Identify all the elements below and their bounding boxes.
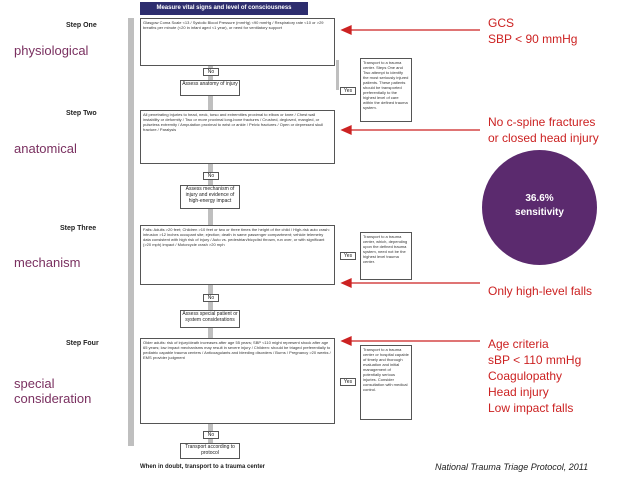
- step1-no-box: No: [203, 68, 219, 76]
- assess-mechanism-box: Assess mechanism of injury and evidence …: [180, 185, 240, 209]
- step4-transport-box: Transport to a trauma center or hospital…: [360, 345, 412, 420]
- assess-special-box: Assess special patient or system conside…: [180, 310, 240, 328]
- step1-criteria-box: Glasgow Coma Scale <13 / Systolic Blood …: [140, 18, 335, 66]
- sensitivity-value: 36.6%: [525, 193, 554, 204]
- annotation-physiological: GCS SBP < 90 mmHg: [488, 15, 577, 47]
- flowchart-footer: When in doubt, transport to a trauma cen…: [140, 464, 266, 470]
- annotation-gcs: GCS: [488, 16, 515, 30]
- step3-criteria-box: Falls: Adults >20 feet; Children >10 fee…: [140, 225, 335, 285]
- step1-yes-box: Yes: [340, 87, 356, 95]
- step4-criteria-box: Older adults: risk of injury/death incre…: [140, 338, 335, 424]
- step-three-label: Step Three: [60, 225, 97, 232]
- step-two-label: Step Two: [66, 110, 97, 117]
- sensitivity-circle: 36.6% sensitivity: [482, 150, 597, 265]
- step3-yes-box: Yes: [340, 252, 356, 260]
- step-four-label: Step Four: [66, 340, 99, 347]
- annotation-age: Age criteria: [488, 337, 549, 351]
- category-special-consideration: special consideration: [14, 376, 92, 406]
- annotation-head-injury: or closed head injury: [488, 131, 599, 145]
- step2-no-box: No: [203, 172, 219, 180]
- annotation-anatomical: No c-spine fractures or closed head inju…: [488, 114, 599, 146]
- step4-yes-box: Yes: [340, 378, 356, 386]
- category-mechanism: mechanism: [14, 255, 81, 270]
- step2-criteria-box: All penetrating injuries to head, neck, …: [140, 110, 335, 164]
- annotation-sbp110: sBP < 110 mmHg: [488, 353, 582, 367]
- step1-transport-box: Transport to a trauma center. Steps One …: [360, 58, 412, 122]
- arrow-gcs-head: [340, 24, 352, 36]
- annotation-coagulopathy: Coagulopathy: [488, 369, 563, 383]
- annotation-low-impact: Low impact falls: [488, 401, 574, 415]
- arrow-falls-head: [340, 277, 352, 289]
- category-anatomical: anatomical: [14, 141, 77, 156]
- annotation-falls: Only high-level falls: [488, 284, 593, 298]
- flow-left-rail: [128, 18, 134, 446]
- annotation-head: Head injury: [488, 385, 549, 399]
- category-physiological: physiological: [14, 43, 89, 58]
- assess-anatomy-box: Assess anatomy of injury: [180, 80, 240, 96]
- step3-no-box: No: [203, 294, 219, 302]
- flowchart-header: Measure vital signs and level of conscio…: [140, 2, 308, 15]
- sensitivity-label: sensitivity: [515, 207, 564, 218]
- annotation-special: Age criteria sBP < 110 mmHg Coagulopathy…: [488, 336, 581, 416]
- yes-connector-right: [336, 60, 339, 90]
- step4-no-box: No: [203, 431, 219, 439]
- transport-protocol-box: Transport according to protocol: [180, 443, 240, 459]
- annotation-cspine: No c-spine fractures: [488, 115, 596, 129]
- step3-transport-box: Transport to a trauma center, which, dep…: [360, 232, 412, 280]
- citation: National Trauma Triage Protocol, 2011: [435, 462, 589, 472]
- annotation-mechanism: Only high-level falls: [488, 283, 592, 299]
- annotation-sbp: SBP < 90 mmHg: [488, 32, 578, 46]
- arrow-spine-head: [340, 124, 352, 136]
- arrow-age-head: [340, 335, 352, 347]
- step-one-label: Step One: [66, 22, 97, 29]
